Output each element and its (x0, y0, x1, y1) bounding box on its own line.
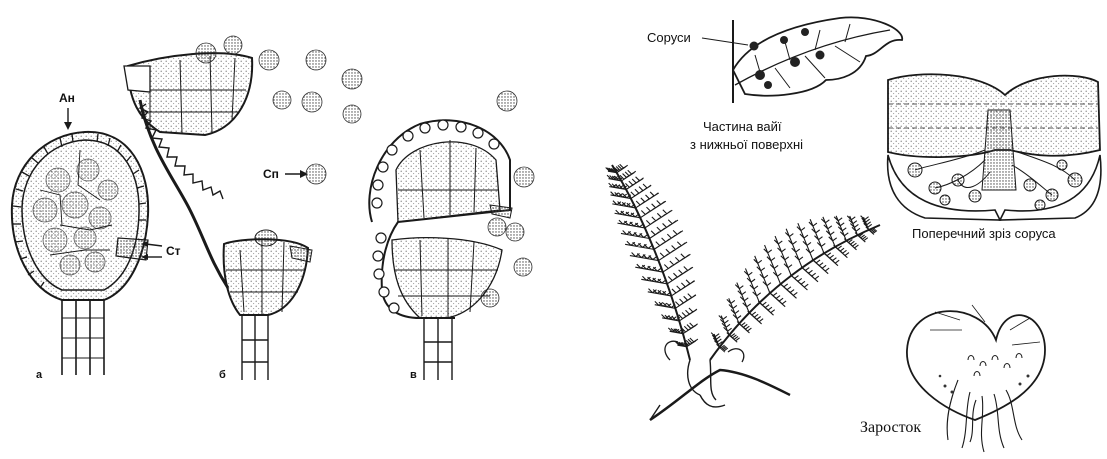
fern-pinna (625, 177, 643, 190)
fern-pinna (617, 220, 644, 228)
fern-pinna (735, 283, 750, 313)
fern-pinna (641, 276, 667, 284)
fern-pinna (809, 219, 825, 253)
fern-pinna (648, 289, 672, 296)
caption-frond-line2: з нижньої поверхні (690, 137, 803, 152)
fern-pinna (797, 223, 814, 260)
fern-pinna (834, 216, 848, 241)
spore-pointer (285, 170, 308, 178)
fern-pinna (727, 298, 741, 323)
panel-label-v: в (410, 369, 417, 381)
fern-pinna (658, 242, 687, 261)
sporangium-closed (12, 132, 148, 375)
label-stomium: Ст (166, 244, 181, 258)
fern-pinna (744, 268, 760, 302)
sorus-cross-section (888, 74, 1101, 220)
frond-fragment (733, 17, 902, 103)
fern-pinna (625, 241, 654, 249)
fern-pinna (823, 252, 839, 266)
fern-pinna (780, 283, 798, 298)
caption-prothallus: Заросток (860, 419, 921, 436)
fern-pinna (821, 217, 836, 247)
prothallus (907, 305, 1045, 452)
fern-pinna (758, 301, 774, 315)
fern-pinna (679, 308, 697, 321)
fern-pinna (801, 267, 819, 282)
fern-plant (606, 164, 880, 420)
fern-pinna (774, 236, 792, 276)
fern-pinna (764, 245, 782, 284)
caption-frond-line1: Частина вайї (703, 119, 782, 134)
fern-pinna (635, 264, 663, 272)
annulus-pointer (64, 108, 72, 130)
fern-pinna (769, 292, 786, 307)
panel-label-b: б (219, 369, 226, 381)
fern-pinna (834, 245, 849, 258)
label-sori: Соруси (647, 30, 691, 45)
fern-pinna (621, 230, 650, 238)
fern-pinna (631, 184, 651, 199)
fern-pinna (636, 192, 659, 208)
fern-pinna (719, 315, 732, 335)
fern-pinna (655, 301, 676, 308)
fern-pinna (847, 216, 860, 235)
stomium-pointers (146, 244, 162, 257)
caption-sorus: Поперечний зріз соруса (912, 226, 1056, 241)
fern-pinna (748, 311, 763, 324)
fern-pinna (812, 259, 829, 274)
fern-pinna (630, 253, 659, 261)
fern-pinna (671, 280, 695, 296)
fern-pinna (667, 267, 693, 284)
fern-pinna (790, 275, 808, 291)
label-annulus: Ан (59, 91, 75, 105)
sori-pointer (702, 38, 748, 45)
fern-pinna (682, 323, 698, 334)
label-spore: Сп (263, 167, 279, 181)
fern-pinna (675, 294, 696, 309)
panel-label-a: а (36, 369, 43, 381)
fern-pinna (620, 170, 636, 181)
sporangium-open (369, 120, 512, 380)
